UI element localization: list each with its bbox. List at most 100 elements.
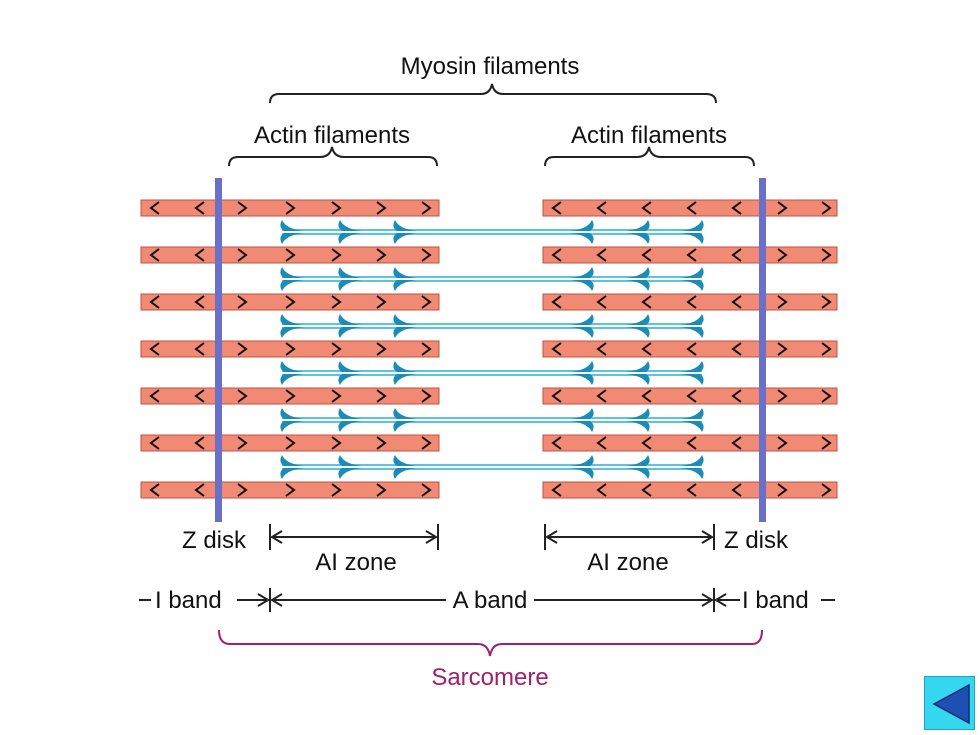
- polarity-chevron: [686, 389, 697, 403]
- myosin-head: [280, 468, 304, 479]
- actin-filaments: [140, 199, 838, 499]
- myosin-head: [570, 468, 594, 479]
- i-band-label-left: I band: [155, 587, 222, 614]
- polarity-chevron: [376, 295, 387, 309]
- polarity-chevron: [551, 248, 562, 262]
- ai-zone-right-dimension: [544, 524, 715, 550]
- myosin-head: [393, 280, 417, 291]
- actin-filament-right: [542, 481, 838, 499]
- myosin-head: [393, 267, 417, 278]
- myosin-head: [280, 361, 304, 372]
- polarity-chevron: [149, 248, 160, 262]
- myosin-head: [680, 267, 704, 278]
- myosin-head: [338, 361, 362, 372]
- polarity-chevron: [285, 436, 296, 450]
- polarity-chevron: [376, 201, 387, 215]
- polarity-chevron: [285, 201, 296, 215]
- polarity-chevron: [551, 483, 562, 497]
- myosin-head: [570, 421, 594, 432]
- myosin-head: [280, 327, 304, 338]
- myosin-head: [680, 314, 704, 325]
- polarity-chevron: [237, 342, 248, 356]
- myosin-head: [626, 327, 650, 338]
- polarity-chevron: [237, 483, 248, 497]
- myosin-head: [570, 280, 594, 291]
- myosin-head: [626, 220, 650, 231]
- actin-filament-left: [140, 481, 440, 499]
- myosin-head: [570, 408, 594, 419]
- polarity-chevron: [376, 483, 387, 497]
- polarity-chevron: [376, 436, 387, 450]
- sarcomere-brace: [218, 629, 763, 657]
- myosin-head: [626, 361, 650, 372]
- polarity-chevron: [821, 389, 832, 403]
- polarity-chevron: [641, 389, 652, 403]
- polarity-chevron: [421, 248, 432, 262]
- myosin-head: [338, 233, 362, 244]
- myosin-head: [393, 421, 417, 432]
- myosin-head: [626, 468, 650, 479]
- polarity-chevron: [194, 436, 205, 450]
- polarity-chevron: [149, 201, 160, 215]
- polarity-chevron: [596, 201, 607, 215]
- actin-filament-right: [542, 434, 838, 452]
- myosin-head: [393, 233, 417, 244]
- myosin-head: [338, 468, 362, 479]
- actin-filament-right: [542, 199, 838, 217]
- myosin-head: [280, 408, 304, 419]
- actin-filament-right: [542, 293, 838, 311]
- myosin-head: [626, 374, 650, 385]
- polarity-chevron: [641, 248, 652, 262]
- polarity-chevron: [777, 342, 788, 356]
- myosin-head: [570, 455, 594, 466]
- i-band-label-right: I band: [742, 587, 809, 614]
- a-band-label: A band: [453, 587, 528, 614]
- polarity-chevron: [686, 342, 697, 356]
- polarity-chevron: [551, 342, 562, 356]
- myosin-head: [680, 233, 704, 244]
- myosin-head: [570, 314, 594, 325]
- actin-filament-left: [140, 434, 440, 452]
- back-button[interactable]: [924, 676, 975, 730]
- myosin-head: [280, 421, 304, 432]
- myosin-head: [680, 421, 704, 432]
- polarity-chevron: [149, 342, 160, 356]
- myosin-head: [393, 468, 417, 479]
- polarity-chevron: [149, 436, 160, 450]
- myosin-head: [338, 327, 362, 338]
- band-dimension-row: [139, 588, 835, 612]
- myosin-head: [680, 408, 704, 419]
- myosin-head: [570, 374, 594, 385]
- actin-filament-left: [140, 387, 440, 405]
- myosin-head: [338, 267, 362, 278]
- polarity-chevron: [421, 389, 432, 403]
- myosin-filament: [280, 220, 704, 244]
- polarity-chevron: [149, 389, 160, 403]
- polarity-chevron: [596, 483, 607, 497]
- polarity-chevron: [194, 248, 205, 262]
- myosin-head: [570, 267, 594, 278]
- myosin-head: [393, 374, 417, 385]
- polarity-chevron: [331, 389, 342, 403]
- polarity-chevron: [641, 483, 652, 497]
- polarity-chevron: [686, 201, 697, 215]
- polarity-chevron: [421, 295, 432, 309]
- polarity-chevron: [777, 201, 788, 215]
- polarity-chevron: [641, 295, 652, 309]
- polarity-chevron: [821, 483, 832, 497]
- polarity-chevron: [731, 248, 742, 262]
- myosin-filament: [280, 455, 704, 479]
- polarity-chevron: [376, 342, 387, 356]
- polarity-chevron: [551, 201, 562, 215]
- myosin-head: [626, 455, 650, 466]
- myosin-head: [280, 455, 304, 466]
- actin-filament-left: [140, 246, 440, 264]
- myosin-head: [626, 233, 650, 244]
- polarity-chevron: [331, 201, 342, 215]
- z-disk-right: [759, 178, 766, 522]
- myosin-head: [626, 421, 650, 432]
- myosin-head: [570, 220, 594, 231]
- polarity-chevron: [194, 295, 205, 309]
- polarity-chevron: [686, 483, 697, 497]
- polarity-chevron: [237, 389, 248, 403]
